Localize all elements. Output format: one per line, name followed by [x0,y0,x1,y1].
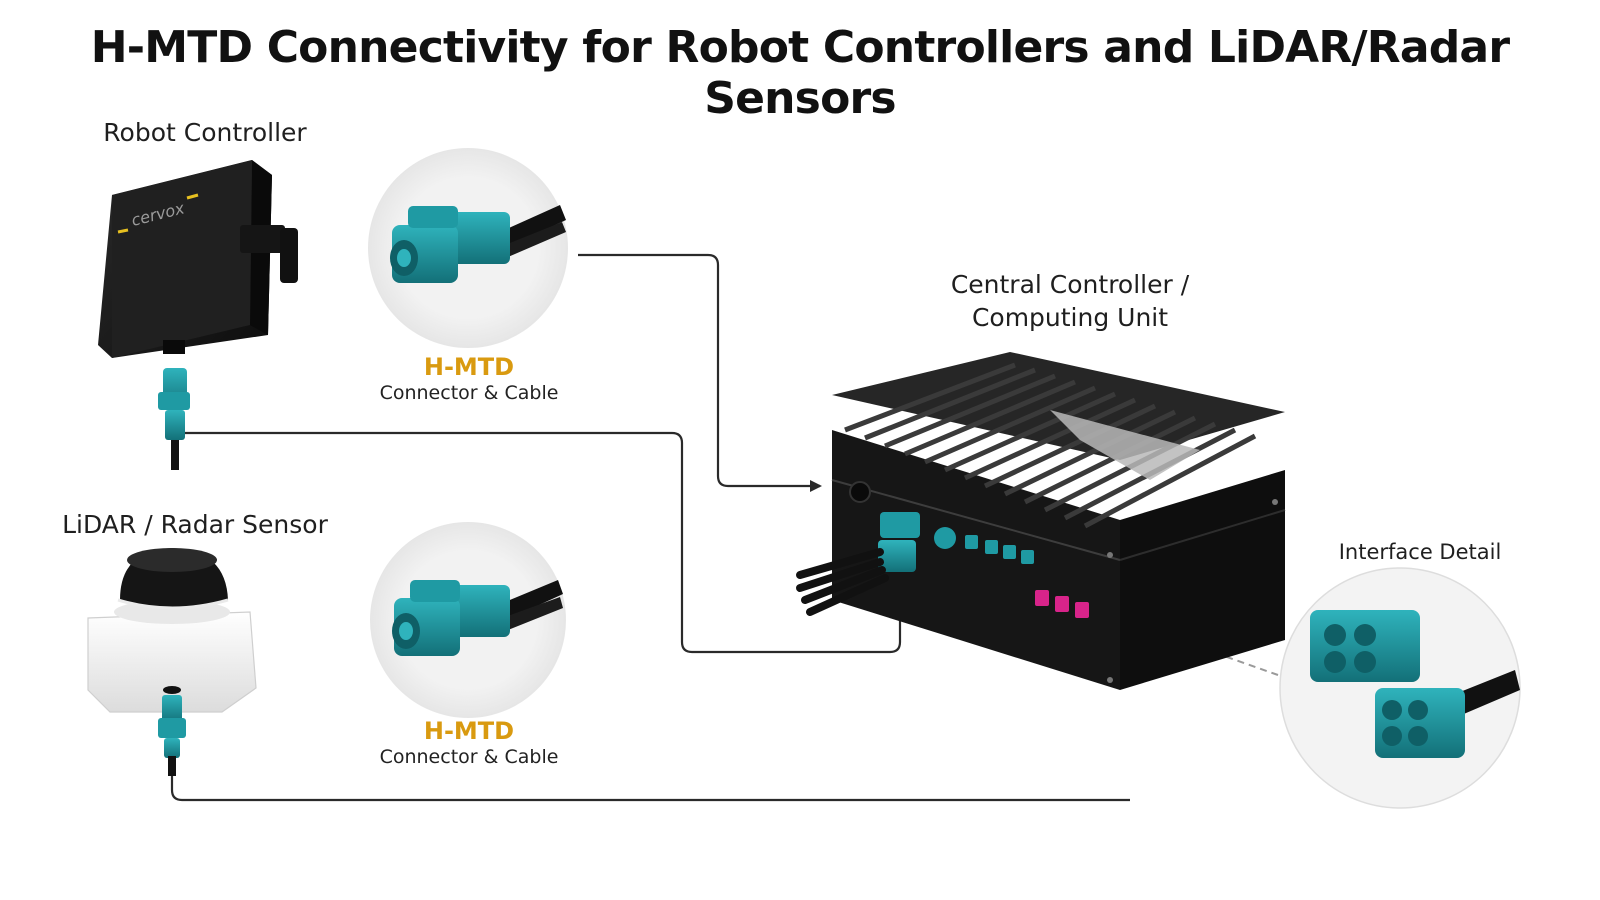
connector-callout-top: H-MTD Connector & Cable [349,353,589,405]
central-controller-cable-bundle [796,548,889,616]
robot-controller-pigtail [158,368,190,470]
connector-name-bottom: H-MTD [423,717,515,745]
interface-detail-label: Interface Detail [1338,540,1502,564]
connector-callout-bottom: H-MTD Connector & Cable [349,717,589,769]
line-lidar-to-central [170,760,1130,802]
hmtd-connector-callout-top-image [368,148,568,348]
central-unit-label-line1: Central Controller / [950,270,1190,299]
line-top-callout-to-central [578,253,822,492]
connector-sub-bottom: Connector & Cable [379,746,559,768]
central-unit-label-line2: Computing Unit [971,303,1169,332]
lidar-sensor-device [87,548,257,713]
central-controller-device [831,352,1286,690]
lidar-sensor-pigtail [158,695,186,776]
robot-controller-device: cervox [98,160,298,358]
lidar-sensor-label: LiDAR / Radar Sensor [62,510,328,539]
robot-controller-label: Robot Controller [103,118,307,147]
central-unit-label: Central Controller / Computing Unit [900,268,1240,334]
interface-detail-image [1279,567,1521,809]
central-controller-ports [878,512,1089,618]
page-title: H-MTD Connectivity for Robot Controllers… [90,22,1510,124]
hmtd-connector-callout-bottom-image [370,522,566,718]
connector-name-top: H-MTD [423,353,515,381]
line-robot-to-central [185,431,906,654]
heatsink-fins [844,362,1257,529]
connector-sub-top: Connector & Cable [379,382,559,404]
